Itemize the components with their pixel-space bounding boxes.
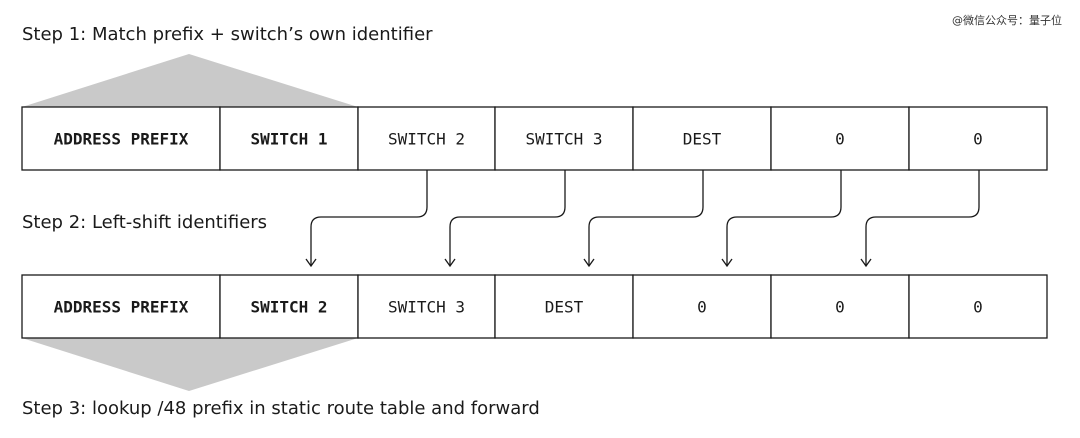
lookup-highlight-wedge <box>22 338 358 391</box>
address-row-before: ADDRESS PREFIX SWITCH 1 SWITCH 2 SWITCH 3 DE… <box>21 106 1048 171</box>
field-cell-after-5 <box>770 274 910 339</box>
field-label-before-4: DEST <box>683 130 722 149</box>
field-label-before-6: 0 <box>973 130 983 149</box>
address-row-after: ADDRESS PREFIX SWITCH 2 SWITCH 3 DEST 0 0 0 <box>21 274 1048 339</box>
field-cell-after-2 <box>357 274 496 339</box>
field-label-after-4: 0 <box>697 298 707 317</box>
field-label-before-0: ADDRESS PREFIX <box>54 130 189 149</box>
shift-arrow-1 <box>449 170 566 266</box>
field-label-before-2: SWITCH 2 <box>388 130 465 149</box>
shift-arrowhead-0 <box>305 258 317 268</box>
field-cell-before-1 <box>219 106 359 171</box>
shift-arrow-0 <box>310 170 428 266</box>
field-cell-after-3 <box>494 274 634 339</box>
field-label-after-1: SWITCH 2 <box>250 298 327 317</box>
field-cell-after-0 <box>21 274 221 339</box>
field-cell-after-4 <box>632 274 772 339</box>
step1-label: Step 1: Match prefix + switch’s own iden… <box>22 24 433 45</box>
field-label-before-1: SWITCH 1 <box>250 130 327 149</box>
step3-label: Step 3: lookup /48 prefix in static rout… <box>22 398 540 419</box>
field-cell-after-6 <box>908 274 1048 339</box>
field-label-after-6: 0 <box>973 298 983 317</box>
shift-arrow-3 <box>726 170 842 266</box>
shift-arrowhead-3 <box>721 258 733 268</box>
shift-arrows <box>305 170 980 268</box>
field-label-after-0: ADDRESS PREFIX <box>54 298 189 317</box>
field-label-before-3: SWITCH 3 <box>525 130 602 149</box>
field-cell-before-6 <box>908 106 1048 171</box>
shift-arrowhead-4 <box>860 258 872 268</box>
shift-arrow-4 <box>865 170 980 266</box>
field-cell-before-4 <box>632 106 772 171</box>
shift-arrow-2 <box>588 170 704 266</box>
field-cell-before-5 <box>770 106 910 171</box>
watermark: @微信公众号：量子位 <box>952 14 1062 27</box>
field-label-after-5: 0 <box>835 298 845 317</box>
field-label-after-3: DEST <box>545 298 584 317</box>
field-label-before-5: 0 <box>835 130 845 149</box>
shift-arrowhead-1 <box>444 258 456 268</box>
shift-arrowhead-2 <box>583 258 595 268</box>
field-label-after-2: SWITCH 3 <box>388 298 465 317</box>
step2-label: Step 2: Left-shift identifiers <box>22 212 268 233</box>
match-highlight-wedge <box>22 54 358 107</box>
field-cell-before-2 <box>357 106 496 171</box>
